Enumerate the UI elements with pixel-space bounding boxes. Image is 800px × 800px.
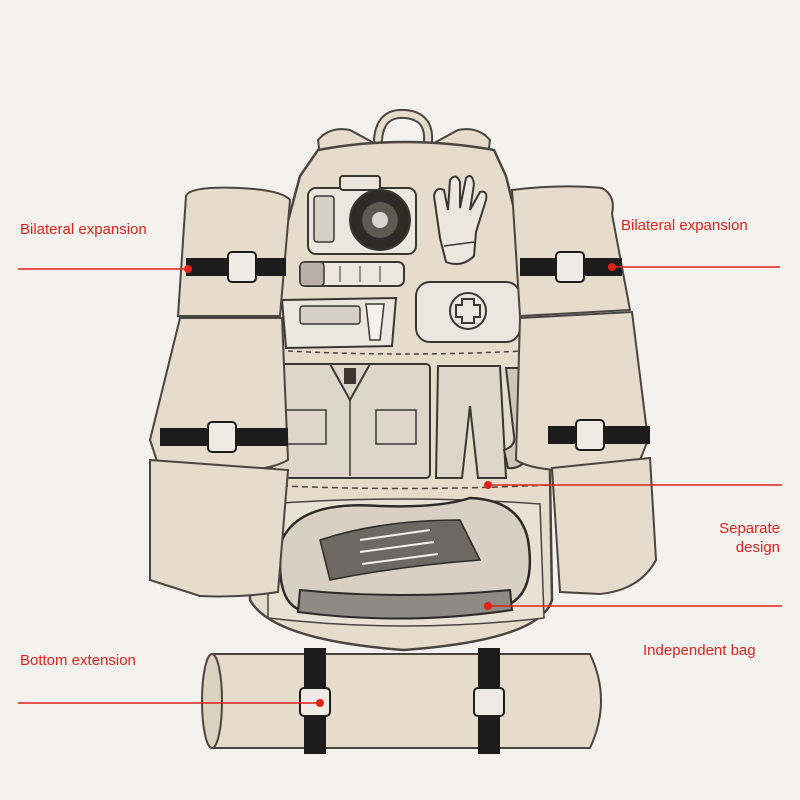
label-separate-design: Separate design (719, 519, 780, 557)
left-side-expansion (148, 186, 292, 598)
callout-bottom-extension (18, 699, 324, 707)
flashlight-icon (299, 261, 405, 287)
side-strap-right-lower (548, 419, 650, 451)
glove-icon (432, 175, 488, 265)
callout-separate-design (484, 481, 782, 489)
side-strap-left-lower (160, 421, 288, 453)
first-aid-kit-icon (415, 281, 521, 343)
jacket-icon (271, 363, 431, 479)
camera-icon (307, 175, 417, 255)
label-separate-line2: design (735, 539, 780, 556)
callout-bilateral-left (18, 265, 192, 273)
callout-independent-bag (484, 602, 782, 610)
shoe-icon (278, 496, 532, 620)
callout-bilateral-right (608, 263, 780, 271)
label-bottom-extension: Bottom extension (20, 652, 136, 669)
side-strap-left-upper (186, 251, 286, 283)
upper-compartment-seam (269, 349, 541, 355)
label-independent-bag: Independent bag (643, 642, 756, 659)
bottom-extension-bag (201, 648, 602, 754)
label-bilateral-expansion-right: Bilateral expansion (621, 217, 748, 234)
label-bilateral-expansion-left: Bilateral expansion (20, 221, 147, 238)
label-separate-line1: Separate (719, 520, 780, 537)
pants-icon (434, 365, 508, 479)
separate-design-divider (261, 484, 549, 490)
side-strap-right-upper (520, 251, 622, 283)
toiletry-pouch-icon (280, 296, 398, 350)
